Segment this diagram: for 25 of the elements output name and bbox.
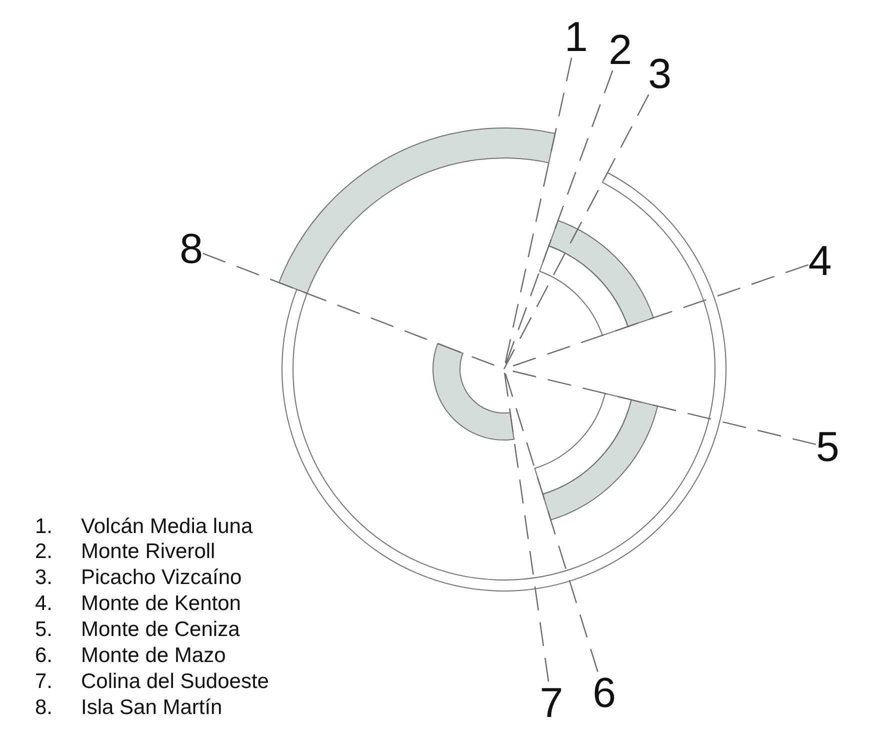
callout-number: 1 <box>564 16 588 58</box>
list-number: 6. <box>35 644 53 668</box>
leader-line <box>503 94 650 370</box>
list-number: 5. <box>35 618 53 642</box>
callout-number: 3 <box>648 52 672 95</box>
list-number: 3. <box>35 566 53 590</box>
list-number: 8. <box>35 696 53 720</box>
callout-number: 4 <box>808 240 832 282</box>
place-name: Monte de Kenton <box>81 592 241 616</box>
list-number: 7. <box>35 670 53 694</box>
callout-number: 8 <box>180 228 203 270</box>
place-name: Colina del Sudoeste <box>81 670 269 694</box>
list-number: 2. <box>35 540 53 565</box>
place-name: Volcán Media luna <box>81 514 253 539</box>
list-number: 1. <box>35 514 53 539</box>
callout-number: 2 <box>608 28 632 70</box>
callout-number: 5 <box>816 426 840 468</box>
place-name: Picacho Vizcaíno <box>81 566 242 590</box>
callout-number: 7 <box>540 682 564 724</box>
place-name: Monte Riveroll <box>81 540 216 565</box>
place-name: Monte de Mazo <box>81 644 226 668</box>
list-number: 4. <box>35 592 53 616</box>
place-name: Isla San Martín <box>81 696 222 720</box>
place-name: Monte de Ceniza <box>81 618 240 642</box>
callout-number: 6 <box>592 672 616 714</box>
